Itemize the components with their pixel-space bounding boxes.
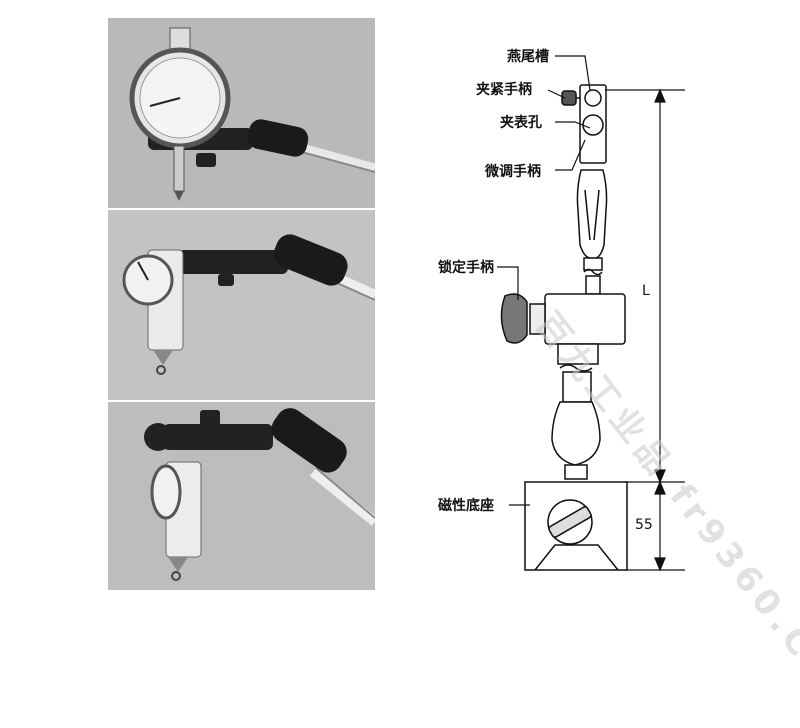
upper-arm	[576, 169, 608, 259]
label-lock-handle: 锁定手柄	[438, 260, 494, 276]
leader-lock-handle	[497, 266, 519, 300]
photo-panel-lever-indicator	[108, 210, 375, 400]
leader-indicator-hole	[555, 121, 591, 129]
label-dovetail: 燕尾槽	[507, 49, 549, 65]
photo-panel-dial-indicator	[108, 18, 375, 208]
label-clamp-handle: 夹紧手柄	[476, 82, 532, 98]
label-fine-adjust-handle: 微调手柄	[485, 164, 541, 180]
magnetic-stand-diagram	[497, 55, 685, 572]
label-magnetic-base: 磁性底座	[438, 498, 494, 514]
leader-dovetail	[555, 55, 591, 91]
lock-handle-knob	[500, 293, 528, 344]
leader-fine-adjust	[555, 139, 586, 171]
dimension-length-label: L	[642, 283, 650, 299]
dimension-base-height-label: 55	[635, 517, 653, 533]
leader-clamp-handle	[547, 89, 566, 99]
label-indicator-hole: 夹表孔	[500, 115, 542, 131]
photo-panel-lever-indicator-inverted	[108, 402, 375, 590]
